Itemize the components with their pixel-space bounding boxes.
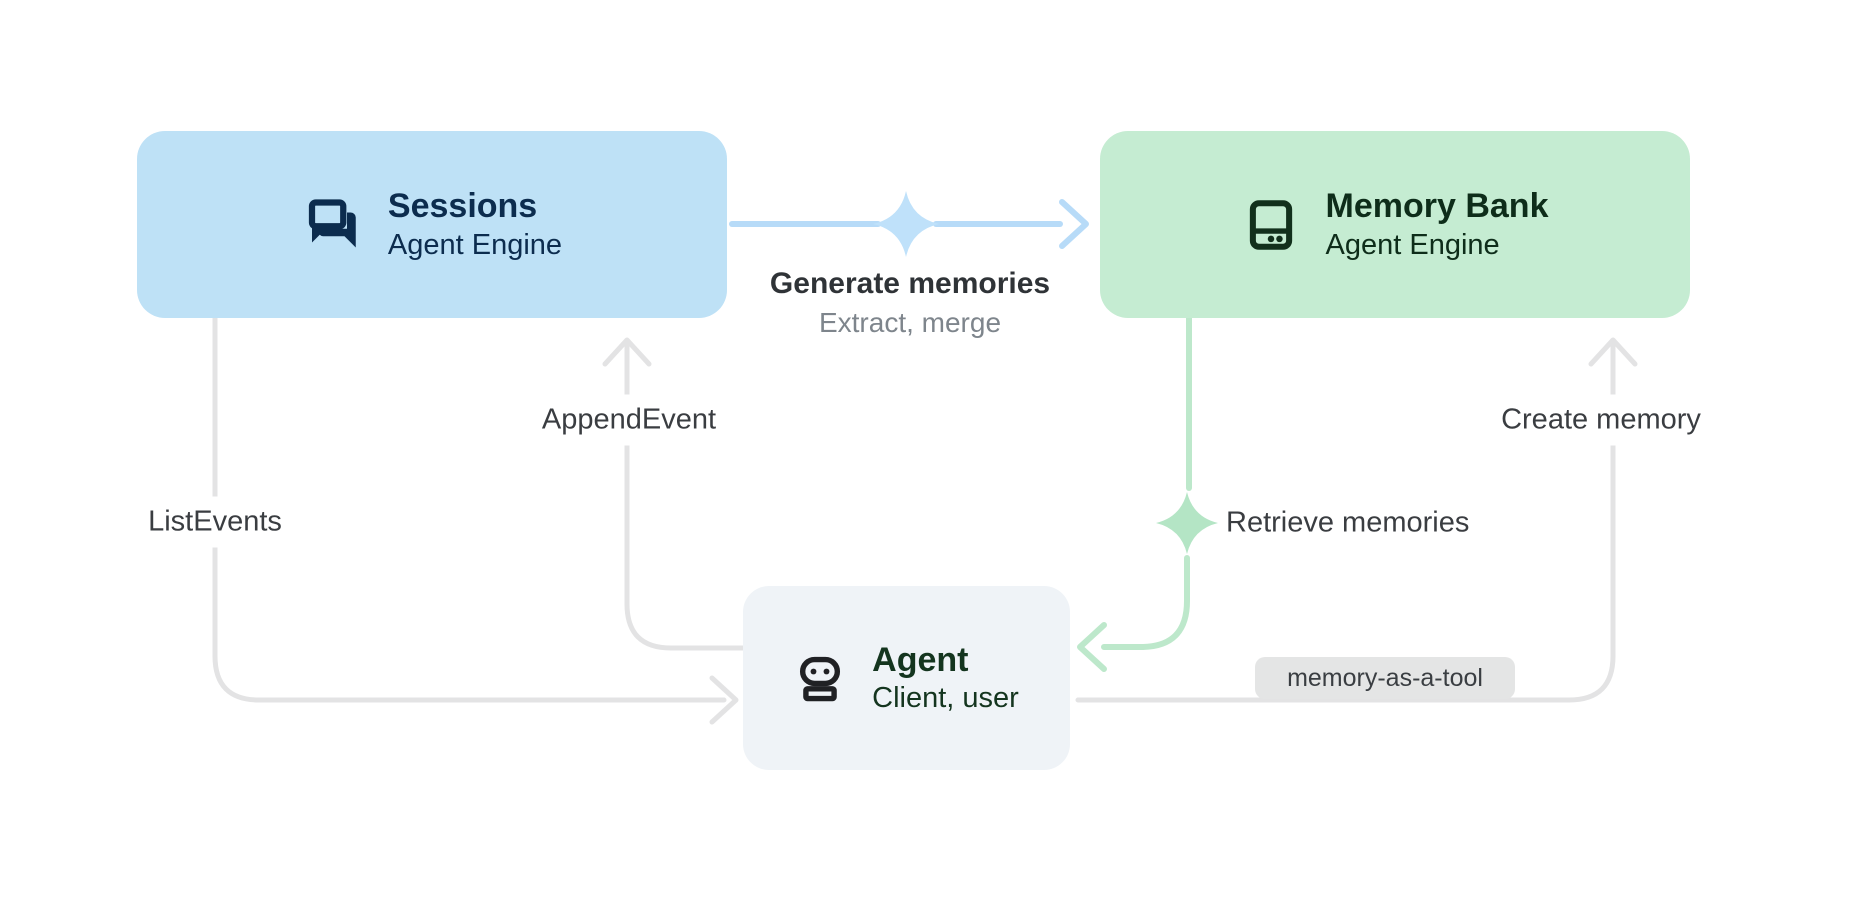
storage-icon xyxy=(1249,199,1292,250)
memory-bank-node: Memory Bank Agent Engine xyxy=(1100,131,1690,318)
sessions-node: Sessions Agent Engine xyxy=(137,131,727,318)
memory-bank-title: Memory Bank xyxy=(1325,187,1549,226)
blue-sparkle-icon xyxy=(873,191,939,257)
chat-bubbles-icon xyxy=(308,198,356,247)
memory-as-a-tool-badge: memory-as-a-tool xyxy=(1255,657,1515,699)
create-memory-arrowhead xyxy=(1588,337,1638,367)
agent-title: Agent xyxy=(872,640,969,679)
create-memory-label: Create memory xyxy=(1489,394,1713,446)
create-memory-arrow-line xyxy=(1075,339,1616,703)
agent-node: Agent Client, user xyxy=(743,586,1070,770)
robot-icon xyxy=(800,656,841,702)
list-events-arrow-line xyxy=(212,315,727,703)
list-events-label: ListEvents xyxy=(136,496,294,548)
retrieve-memories-line-bottom xyxy=(1101,555,1190,650)
sessions-title: Sessions xyxy=(387,187,538,226)
generate-memories-sublabel: Extract, merge xyxy=(818,307,1002,338)
generate-memories-arrowhead xyxy=(1059,199,1089,249)
retrieve-memories-label: Retrieve memories xyxy=(1226,506,1470,539)
sessions-subtitle: Agent Engine xyxy=(387,228,563,261)
memory-bank-subtitle: Agent Engine xyxy=(1325,228,1500,261)
append-event-arrow-line xyxy=(624,339,746,651)
green-sparkle-icon xyxy=(1156,492,1218,554)
append-event-arrowhead xyxy=(602,337,652,367)
retrieve-memories-arrowhead xyxy=(1077,622,1107,672)
list-events-arrowhead xyxy=(709,675,739,725)
append-event-label: AppendEvent xyxy=(529,394,729,446)
agent-subtitle: Client, user xyxy=(872,682,1019,715)
generate-memories-label: Generate memories xyxy=(769,267,1051,300)
